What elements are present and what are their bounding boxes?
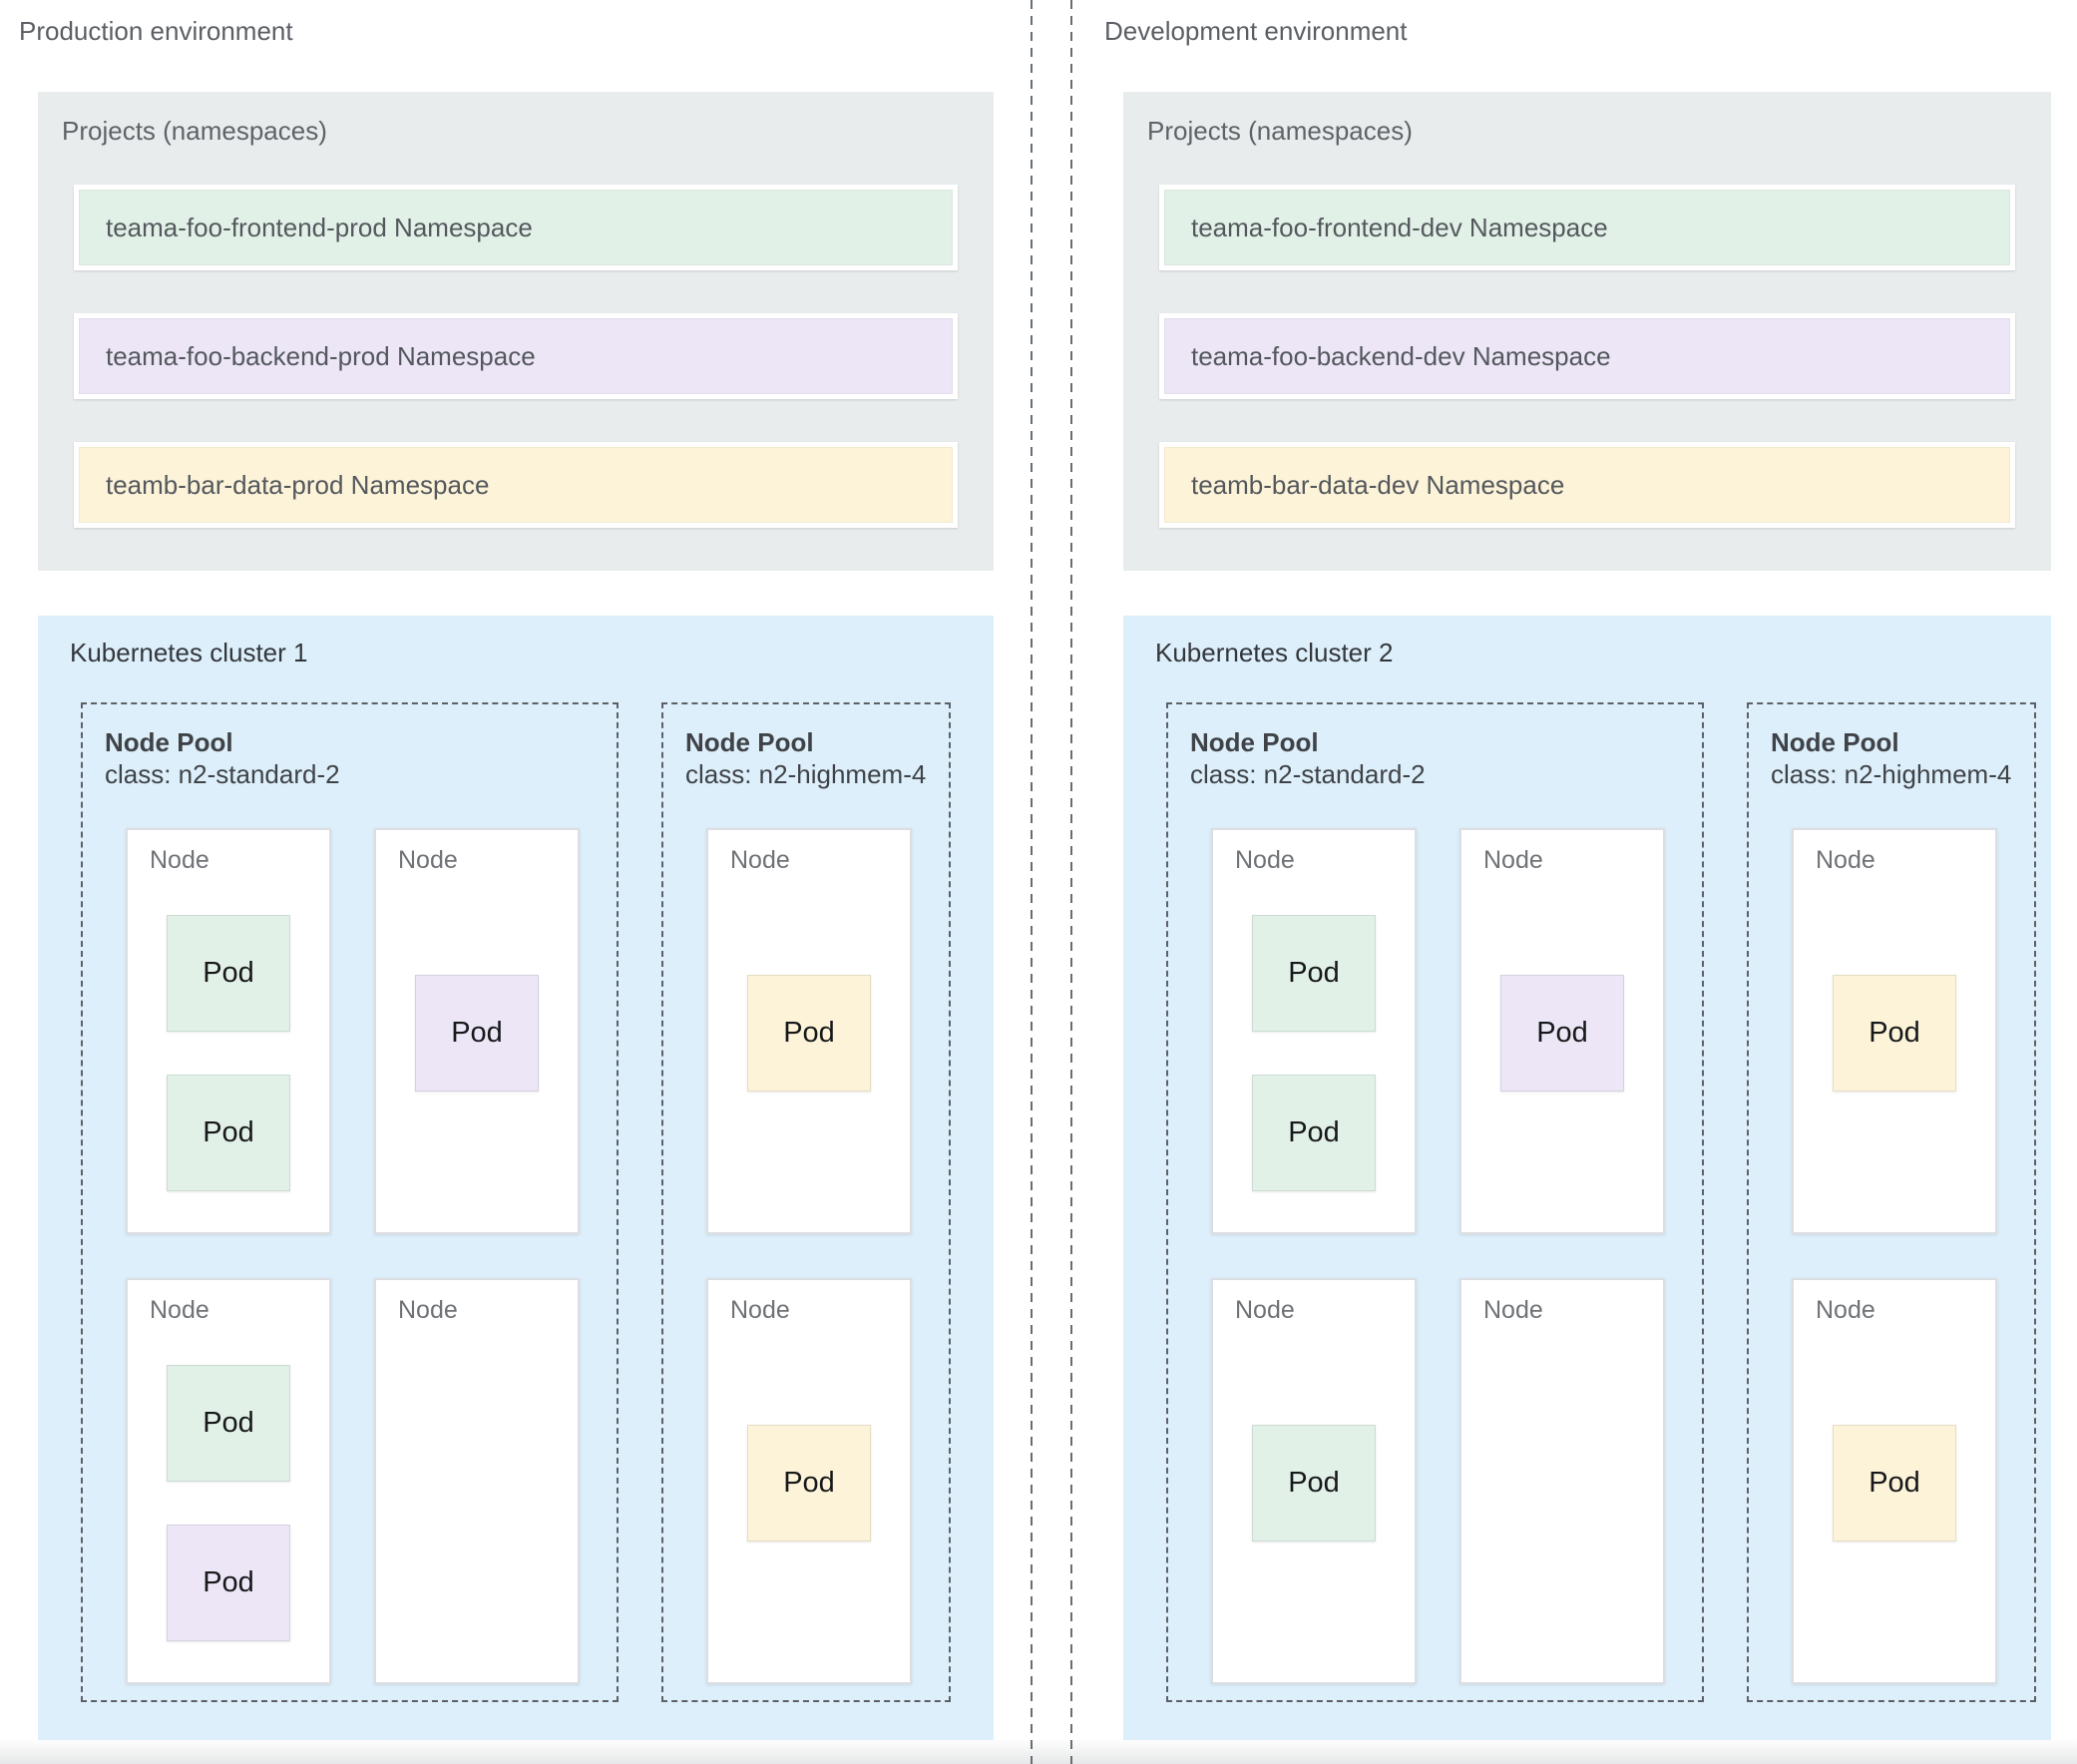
projects-panel-title: Projects (namespaces) xyxy=(62,116,327,146)
namespace-bar-label: teamb-bar-data-prod Namespace xyxy=(106,469,490,500)
pod: Pod xyxy=(1500,975,1624,1092)
node: Node Pod xyxy=(1459,828,1665,1234)
node-label: Node xyxy=(1235,1296,1295,1324)
pod: Pod xyxy=(167,1525,290,1641)
namespace-bar-label: teama-foo-backend-dev Namespace xyxy=(1191,340,1611,371)
node-pool: Node Pool class: n2-standard-2 Node Pod … xyxy=(81,702,619,1702)
node-pool-class: class: n2-highmem-4 xyxy=(1771,759,2012,789)
namespace-bar: teamb-bar-data-dev Namespace xyxy=(1159,442,2015,528)
namespace-bar-label: teama-foo-frontend-dev Namespace xyxy=(1191,212,1608,242)
node-pool-title: Node Pool xyxy=(105,727,233,757)
pod: Pod xyxy=(167,915,290,1032)
pod-label: Pod xyxy=(1288,1467,1340,1499)
node-pool: Node Pool class: n2-highmem-4 Node Pod N… xyxy=(1747,702,2036,1702)
pod-label: Pod xyxy=(1288,957,1340,989)
node-pool-title: Node Pool xyxy=(1190,727,1319,757)
pod-label: Pod xyxy=(203,1566,254,1598)
namespace-bar: teama-foo-frontend-prod Namespace xyxy=(74,185,958,270)
pod: Pod xyxy=(1252,915,1376,1032)
node: Node Pod Pod xyxy=(126,828,331,1234)
node: Node xyxy=(374,1278,580,1684)
cluster-title: Kubernetes cluster 1 xyxy=(70,638,308,667)
node-label: Node xyxy=(398,1296,458,1324)
projects-panel: Projects (namespaces) teama-foo-frontend… xyxy=(1123,92,2051,571)
node-label: Node xyxy=(1816,1296,1875,1324)
environment-development: Projects (namespaces) teama-foo-frontend… xyxy=(1123,0,2051,1764)
environments-divider-line xyxy=(1031,0,1033,1764)
kubernetes-cluster-panel: Kubernetes cluster 2 Node Pool class: n2… xyxy=(1123,616,2051,1740)
node: Node Pod xyxy=(1792,1278,1997,1684)
node-pool-class: class: n2-highmem-4 xyxy=(685,759,927,789)
pod: Pod xyxy=(747,1425,871,1542)
node-pool-class: class: n2-standard-2 xyxy=(1190,759,1426,789)
projects-panel-title: Projects (namespaces) xyxy=(1147,116,1413,146)
namespace-bar-label: teama-foo-frontend-prod Namespace xyxy=(106,212,533,242)
namespace-bar: teama-foo-backend-prod Namespace xyxy=(74,313,958,399)
node: Node Pod Pod xyxy=(1211,828,1417,1234)
pod-label: Pod xyxy=(203,1116,254,1148)
pod: Pod xyxy=(1252,1425,1376,1542)
pod-label: Pod xyxy=(451,1017,503,1049)
node-pool-class: class: n2-standard-2 xyxy=(105,759,340,789)
projects-panel: Projects (namespaces) teama-foo-frontend… xyxy=(38,92,994,571)
node-pool-title: Node Pool xyxy=(685,727,814,757)
environment-production: Projects (namespaces) teama-foo-frontend… xyxy=(38,0,994,1764)
namespace-bar: teamb-bar-data-prod Namespace xyxy=(74,442,958,528)
node: Node xyxy=(1459,1278,1665,1684)
development-environment-title: Development environment xyxy=(1104,16,1408,46)
node-label: Node xyxy=(730,846,790,874)
node-label: Node xyxy=(1483,846,1543,874)
pod: Pod xyxy=(1833,1425,1956,1542)
pod: Pod xyxy=(1833,975,1956,1092)
pod: Pod xyxy=(747,975,871,1092)
node-label: Node xyxy=(150,1296,209,1324)
environments-divider-line xyxy=(1070,0,1072,1764)
node-pool-header: Node Pool class: n2-standard-2 xyxy=(105,726,340,790)
node-label: Node xyxy=(150,846,209,874)
node-label: Node xyxy=(398,846,458,874)
namespace-bar: teama-foo-backend-dev Namespace xyxy=(1159,313,2015,399)
pod: Pod xyxy=(1252,1075,1376,1191)
node: Node Pod xyxy=(706,1278,912,1684)
node: Node Pod Pod xyxy=(126,1278,331,1684)
pod: Pod xyxy=(167,1075,290,1191)
pod-label: Pod xyxy=(1536,1017,1588,1049)
cluster-title: Kubernetes cluster 2 xyxy=(1155,638,1394,667)
pod-label: Pod xyxy=(783,1467,835,1499)
bottom-edge-strip xyxy=(0,1740,2077,1764)
namespace-bar-label: teama-foo-backend-prod Namespace xyxy=(106,340,536,371)
pod-label: Pod xyxy=(1288,1116,1340,1148)
pod-label: Pod xyxy=(203,957,254,989)
node-label: Node xyxy=(730,1296,790,1324)
namespace-bar: teama-foo-frontend-dev Namespace xyxy=(1159,185,2015,270)
node-label: Node xyxy=(1235,846,1295,874)
node-pool-header: Node Pool class: n2-standard-2 xyxy=(1190,726,1426,790)
node-pool: Node Pool class: n2-highmem-4 Node Pod N… xyxy=(661,702,951,1702)
pod-label: Pod xyxy=(1869,1017,1920,1049)
pod-label: Pod xyxy=(783,1017,835,1049)
node-label: Node xyxy=(1483,1296,1543,1324)
node: Node Pod xyxy=(1211,1278,1417,1684)
pod: Pod xyxy=(415,975,539,1092)
node-pool-header: Node Pool class: n2-highmem-4 xyxy=(685,726,926,790)
node-pool-title: Node Pool xyxy=(1771,727,1899,757)
node: Node Pod xyxy=(1792,828,1997,1234)
kubernetes-cluster-panel: Kubernetes cluster 1 Node Pool class: n2… xyxy=(38,616,994,1740)
pod-label: Pod xyxy=(203,1407,254,1439)
pod: Pod xyxy=(167,1365,290,1482)
production-environment-title: Production environment xyxy=(19,16,293,46)
node-label: Node xyxy=(1816,846,1875,874)
node: Node Pod xyxy=(374,828,580,1234)
node-pool: Node Pool class: n2-standard-2 Node Pod … xyxy=(1166,702,1704,1702)
namespace-bar-label: teamb-bar-data-dev Namespace xyxy=(1191,469,1565,500)
node-pool-header: Node Pool class: n2-highmem-4 xyxy=(1771,726,2011,790)
node: Node Pod xyxy=(706,828,912,1234)
pod-label: Pod xyxy=(1869,1467,1920,1499)
